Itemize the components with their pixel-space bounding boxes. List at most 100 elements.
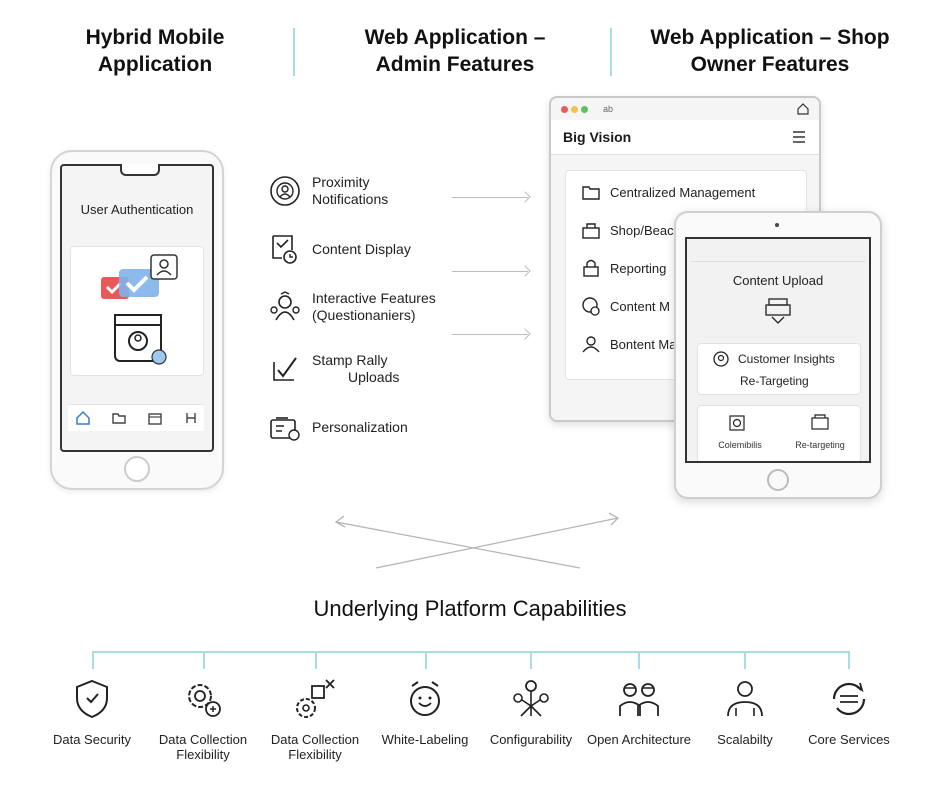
- column-divider: [610, 28, 612, 76]
- url-text[interactable]: ab: [603, 104, 614, 114]
- menu-icon[interactable]: [791, 130, 807, 144]
- users-icon: [727, 681, 763, 717]
- content-icon: [582, 297, 600, 316]
- tree-connector: [638, 651, 640, 669]
- capability-label: Data Security: [52, 732, 132, 747]
- home-icon[interactable]: [797, 103, 809, 115]
- column-divider: [293, 28, 295, 76]
- capability-open-architecture: Open Architecture: [584, 676, 694, 747]
- tree-connector: [92, 651, 850, 653]
- column-title-line: Admin Features: [375, 53, 535, 76]
- retarget-icon: [811, 414, 829, 430]
- feature-label: Content Display: [312, 240, 411, 257]
- menu-item-label: Reporting: [610, 260, 667, 276]
- feature-label: Personalization: [312, 418, 408, 435]
- close-dot-icon[interactable]: [561, 106, 568, 113]
- maximize-dot-icon[interactable]: [581, 106, 588, 113]
- column-title-line: Web Application –: [364, 26, 546, 49]
- tree-connector: [92, 651, 94, 669]
- tree-connector: [848, 651, 850, 669]
- menu-item-label: Content M: [610, 298, 670, 314]
- tools-icon: [296, 679, 335, 718]
- capability-scalability: Scalabilty: [690, 676, 800, 747]
- upload-icon[interactable]: [763, 297, 793, 325]
- card-right-label: Re-targeting: [795, 440, 845, 450]
- bidirectional-arrows: [334, 512, 620, 569]
- brand-name: Big Vision: [563, 129, 632, 145]
- feature-content-display: Content Display: [268, 232, 411, 266]
- insights-card[interactable]: Customer Insights Re-Targeting: [697, 343, 861, 395]
- personalization-icon: [270, 417, 300, 441]
- menu-item-label: Centralized Management: [610, 184, 756, 200]
- capability-label: Scalabilty: [717, 732, 773, 747]
- column-title-line: Application: [97, 53, 213, 76]
- tree-connector: [530, 651, 532, 669]
- column-title-line: Owner Features: [690, 53, 850, 76]
- phone-home-button[interactable]: [124, 456, 150, 482]
- menu-item-shop[interactable]: Shop/Beac: [580, 219, 674, 241]
- column-title-shop: Web Application – Shop Owner Features: [630, 24, 910, 78]
- proximity-icon: [270, 176, 300, 206]
- calendar-icon[interactable]: [146, 409, 164, 427]
- menu-item-reporting[interactable]: Reporting: [580, 257, 666, 279]
- auth-illustration: [70, 246, 204, 376]
- stamp-icon: [273, 357, 297, 381]
- tablet-home-button[interactable]: [767, 469, 789, 491]
- menu-item-label: Shop/Beac: [610, 222, 674, 238]
- capability-configurability: Configurability: [476, 676, 586, 747]
- tree-connector: [315, 651, 317, 669]
- phone-tab-bar: [68, 404, 204, 431]
- shield-icon: [76, 679, 108, 719]
- folder-icon: [582, 186, 600, 200]
- menu-item-centralized[interactable]: Centralized Management: [580, 181, 755, 203]
- home-icon[interactable]: [74, 409, 92, 427]
- alarm-icon: [410, 681, 440, 716]
- minimize-dot-icon[interactable]: [571, 106, 578, 113]
- capability-label: Configurability: [489, 732, 573, 747]
- menu-item-content[interactable]: Content M: [580, 295, 670, 317]
- phone-screen-title: User Authentication: [80, 202, 194, 217]
- interactive-icon: [270, 291, 300, 321]
- capability-core-services: Core Services: [794, 676, 904, 747]
- share-icon[interactable]: [182, 409, 200, 427]
- feature-interactive: Interactive Features(Questionaniers): [268, 290, 436, 324]
- tree-connector: [203, 651, 205, 669]
- tree-connector: [744, 651, 746, 669]
- feature-label: Interactive Features(Questionaniers): [312, 290, 436, 323]
- capability-white-labeling: White-Labeling: [370, 676, 480, 747]
- insights-subtitle: Re-Targeting: [740, 374, 809, 388]
- stats-card: Colemibilis Re-targeting: [697, 405, 861, 461]
- network-icon: [513, 680, 549, 717]
- connector-arrow: [452, 197, 528, 198]
- phone-screen: User Authentication: [60, 164, 214, 452]
- menu-item-bontent[interactable]: Bontent Ma: [580, 333, 677, 355]
- app-header: Big Vision: [551, 120, 819, 155]
- tree-connector: [425, 651, 427, 669]
- connector-arrow: [452, 334, 528, 335]
- column-title-line: Hybrid Mobile: [85, 26, 225, 49]
- target-icon: [729, 415, 745, 431]
- user-icon: [582, 336, 600, 353]
- upload-header: Content Upload: [732, 273, 824, 288]
- feature-personalization: Personalization: [268, 410, 408, 444]
- phone-notch: [120, 164, 160, 176]
- tablet-screen: Content Upload Customer Insights Re-Targ…: [685, 237, 871, 463]
- cycle-icon: [832, 682, 866, 716]
- phone-mockup: User Authentication: [50, 150, 224, 490]
- capability-label: Core Services: [808, 732, 890, 747]
- browser-url-bar: ab: [559, 102, 811, 121]
- lock-icon: [583, 259, 599, 277]
- connector-arrow: [452, 271, 528, 272]
- insights-icon: [713, 351, 729, 367]
- platform-title: Underlying Platform Capabilities: [313, 596, 627, 621]
- folder-icon[interactable]: [110, 409, 128, 427]
- capability-data-security: Data Security: [37, 676, 147, 747]
- content-display-icon: [272, 235, 297, 264]
